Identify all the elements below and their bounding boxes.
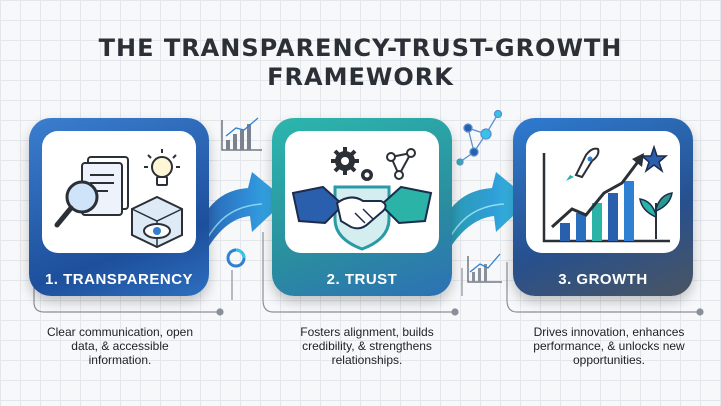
transparency-illustration: [54, 149, 183, 249]
stage-description-trust: Fosters alignment, builds credibility, &…: [300, 325, 434, 367]
stage-card-growth: 3. GROWTH: [513, 118, 693, 296]
handshake-icon: [291, 185, 433, 230]
stage-description-transparency: Clear communication, open data, & access…: [46, 325, 194, 367]
mini-bar-chart-icon: [221, 117, 262, 151]
mini-pie-icon: [226, 248, 246, 268]
stage-icon-panel: [42, 131, 196, 253]
eye-cube-icon: [131, 195, 183, 249]
trust-illustration: [291, 147, 433, 251]
stage-label: 3. GROWTH: [558, 271, 648, 288]
stage-label: 1. TRANSPARENCY: [44, 271, 194, 288]
stage-icon-panel: [285, 131, 439, 253]
magnifier-icon: [54, 180, 99, 228]
mini-line-chart-icon: [467, 253, 502, 283]
star-icon: [639, 144, 669, 174]
sprout-icon: [639, 192, 673, 239]
growth-chart-icon: [542, 153, 670, 243]
rocket-icon: [566, 147, 600, 181]
network-icon: [386, 148, 416, 180]
stage-card-trust: 2. TRUST: [272, 118, 452, 296]
growth-illustration: [542, 144, 673, 243]
gears-icon: [331, 147, 373, 181]
lightbulb-icon: [144, 149, 180, 186]
stage-description-growth: Drives innovation, enhances performance,…: [533, 325, 685, 367]
stage-card-transparency: 1. TRANSPARENCY: [29, 118, 209, 296]
stage-label: 2. TRUST: [326, 271, 398, 288]
page-title-line-2: FRAMEWORK: [267, 63, 454, 91]
stage-icon-panel: [526, 131, 680, 253]
page-title-line-1: THE TRANSPARENCY-TRUST-GROWTH: [98, 34, 623, 62]
network-nodes-icon: [456, 109, 503, 166]
